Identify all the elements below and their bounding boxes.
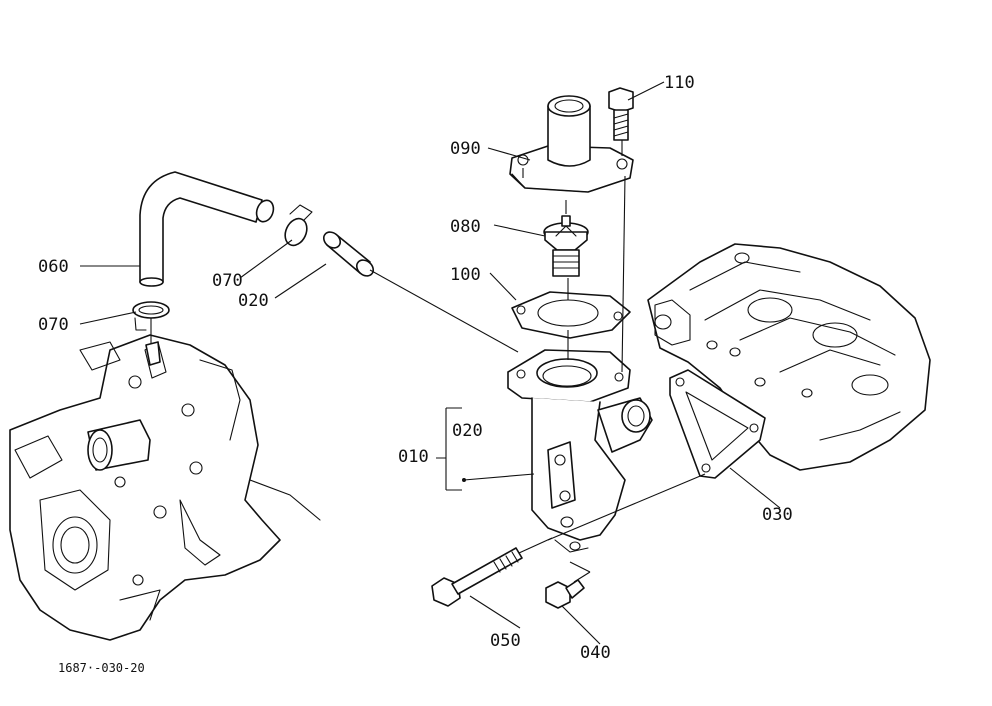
callout-080: 080 (450, 217, 481, 237)
callout-leaders (79, 81, 781, 645)
callout-040: 040 (580, 643, 611, 663)
callout-020-pipe: 020 (238, 291, 269, 311)
assembly-lines (369, 140, 706, 583)
callout-010: 010 (398, 447, 429, 467)
hose-clamp-070-upper (284, 204, 313, 247)
gasket-100 (511, 291, 631, 339)
water-return-hose-060 (139, 171, 275, 287)
callout-100: 100 (450, 265, 481, 285)
callout-070-upper: 070 (212, 271, 243, 291)
callout-110: 110 (664, 73, 695, 93)
callout-060: 060 (38, 257, 69, 277)
bolt-050 (431, 547, 523, 607)
callout-050: 050 (490, 631, 521, 651)
callout-070-lower: 070 (38, 315, 69, 335)
thermostat-080 (543, 215, 589, 277)
engine-cylinder-head (647, 243, 931, 471)
callout-030: 030 (762, 505, 793, 525)
hose-clamp-070-lower (132, 301, 170, 366)
water-pump-housing (9, 334, 321, 641)
water-pipe-020 (322, 231, 375, 277)
callout-090: 090 (450, 139, 481, 159)
thermostat-cover-090 (509, 95, 634, 193)
bolt-110 (608, 87, 634, 141)
callout-020-housing: 020 (452, 421, 483, 441)
bolt-040 (545, 579, 585, 609)
gasket-030 (669, 369, 766, 479)
thermostat-housing-010 (507, 349, 653, 553)
drawing-code: 1687·-030-20 (58, 661, 145, 675)
